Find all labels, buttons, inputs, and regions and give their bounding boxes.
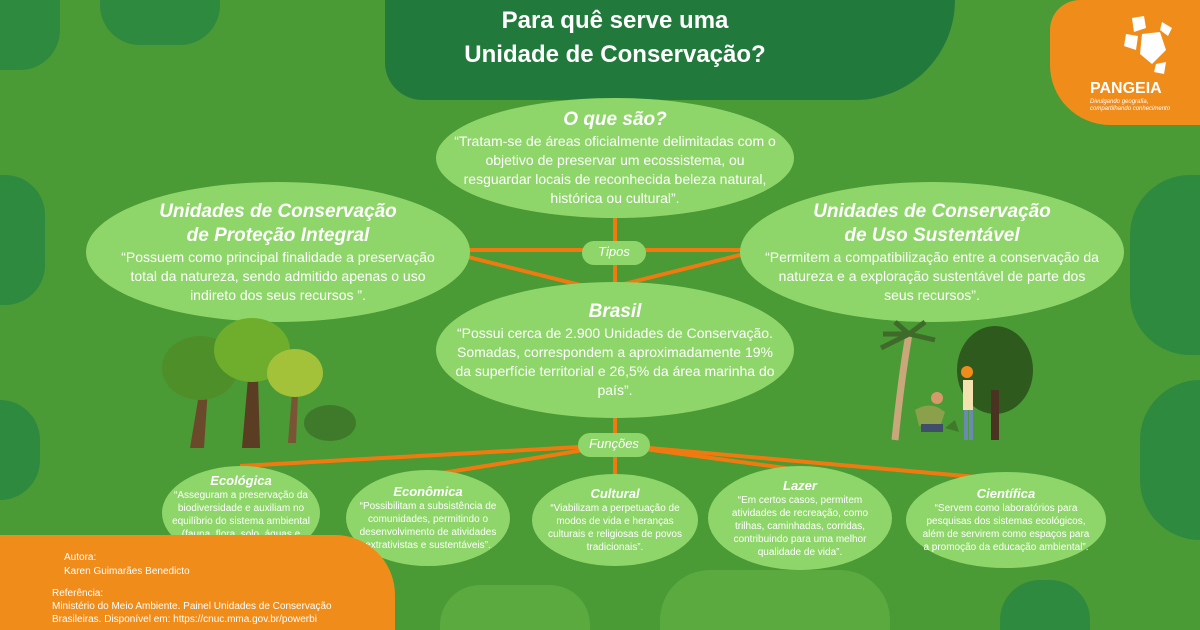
funcao-economica-text: “Possibilitam a subsistência de comunida… xyxy=(359,501,497,551)
brasil-text: “Possui cerca de 2.900 Unidades de Conse… xyxy=(455,325,775,398)
reference-line2: Brasileiras. Disponível em: https://cnuc… xyxy=(52,614,317,625)
planting-people-illustration xyxy=(879,320,1033,441)
center-ellipse-what-are: O que são? “Tratam-se de áreas oficialme… xyxy=(436,98,794,218)
ellipse-brasil: Brasil “Possui cerca de 2.900 Unidades d… xyxy=(436,282,794,418)
title-line2: Unidade de Conservação? xyxy=(464,41,766,68)
bg-blob-topleft2 xyxy=(100,0,220,45)
center-title: O que são? xyxy=(563,109,667,130)
footer-box xyxy=(0,535,395,630)
funcao-ecologica-title: Ecológica xyxy=(210,472,272,488)
bg-blob-bottom1 xyxy=(440,585,590,630)
funcao-cultural-text: “Viabilizam a perpetuação de modos de vi… xyxy=(548,503,682,553)
bg-blob-right xyxy=(1130,175,1200,355)
trees-illustration xyxy=(162,318,356,448)
reference-label: Referência: xyxy=(52,588,104,599)
funcao-cultural-title: Cultural xyxy=(590,486,640,501)
bg-blob-left xyxy=(0,175,45,305)
ellipse-cientifica: Científica “Servem como laboratórios par… xyxy=(906,472,1106,568)
left-type-text: “Possuem como principal finalidade a pre… xyxy=(121,248,435,303)
ellipse-uso-sustentavel: Unidades de Conservação de Uso Sustentáv… xyxy=(740,182,1124,322)
ellipse-cultural: Cultural “Viabilizam a perpetuação de mo… xyxy=(532,474,698,566)
ellipse-lazer: Lazer “Em certos casos, permitem ativida… xyxy=(708,466,892,570)
brasil-title: Brasil xyxy=(588,301,642,322)
author-name: Karen Guimarães Benedicto xyxy=(64,566,190,577)
funcao-lazer-text: “Em certos casos, permitem atividades de… xyxy=(731,494,869,558)
funcoes-label: Funções xyxy=(578,433,650,457)
page-title: Para quê serve uma Unidade de Conservaçã… xyxy=(380,4,850,72)
funcao-economica-title: Econômica xyxy=(393,484,463,499)
right-type-title1: Unidades de Conservação xyxy=(813,200,1051,222)
right-type-text: “Permitem a compatibilização entre a con… xyxy=(765,248,1099,303)
reference-line1: Ministério do Meio Ambiente. Painel Unid… xyxy=(52,601,332,612)
logo-tagline: Divulgando geografia, compartilhando con… xyxy=(1090,99,1171,112)
left-type-title1: Unidades de Conservação xyxy=(159,200,397,222)
funcao-cientifica-text: “Servem como laboratórios para pesquisas… xyxy=(922,503,1090,553)
funcao-lazer-title: Lazer xyxy=(783,477,817,493)
bg-blob-bottom2 xyxy=(660,570,890,630)
pangeia-logo-icon xyxy=(1124,16,1172,74)
author-label: Autora: xyxy=(64,552,97,563)
funcao-cientifica-title: Científica xyxy=(976,486,1036,501)
pangeia-logo: PANGEIA Divulgando geografia, compartilh… xyxy=(1050,0,1200,125)
left-type-title2: de Proteção Integral xyxy=(186,224,370,246)
bg-blob-top xyxy=(385,0,955,100)
tipos-label: Tipos xyxy=(582,241,646,265)
right-type-title2: de Uso Sustentável xyxy=(844,224,1020,246)
logo-name: PANGEIA xyxy=(1090,80,1162,97)
center-text: “Tratam-se de áreas oficialmente delimit… xyxy=(454,133,776,206)
title-line1: Para quê serve uma xyxy=(501,7,729,34)
bg-blob-right2 xyxy=(1140,380,1200,540)
ellipse-protecao-integral: Unidades de Conservação de Proteção Inte… xyxy=(86,182,470,322)
bg-blob-bottom3 xyxy=(1000,580,1090,630)
